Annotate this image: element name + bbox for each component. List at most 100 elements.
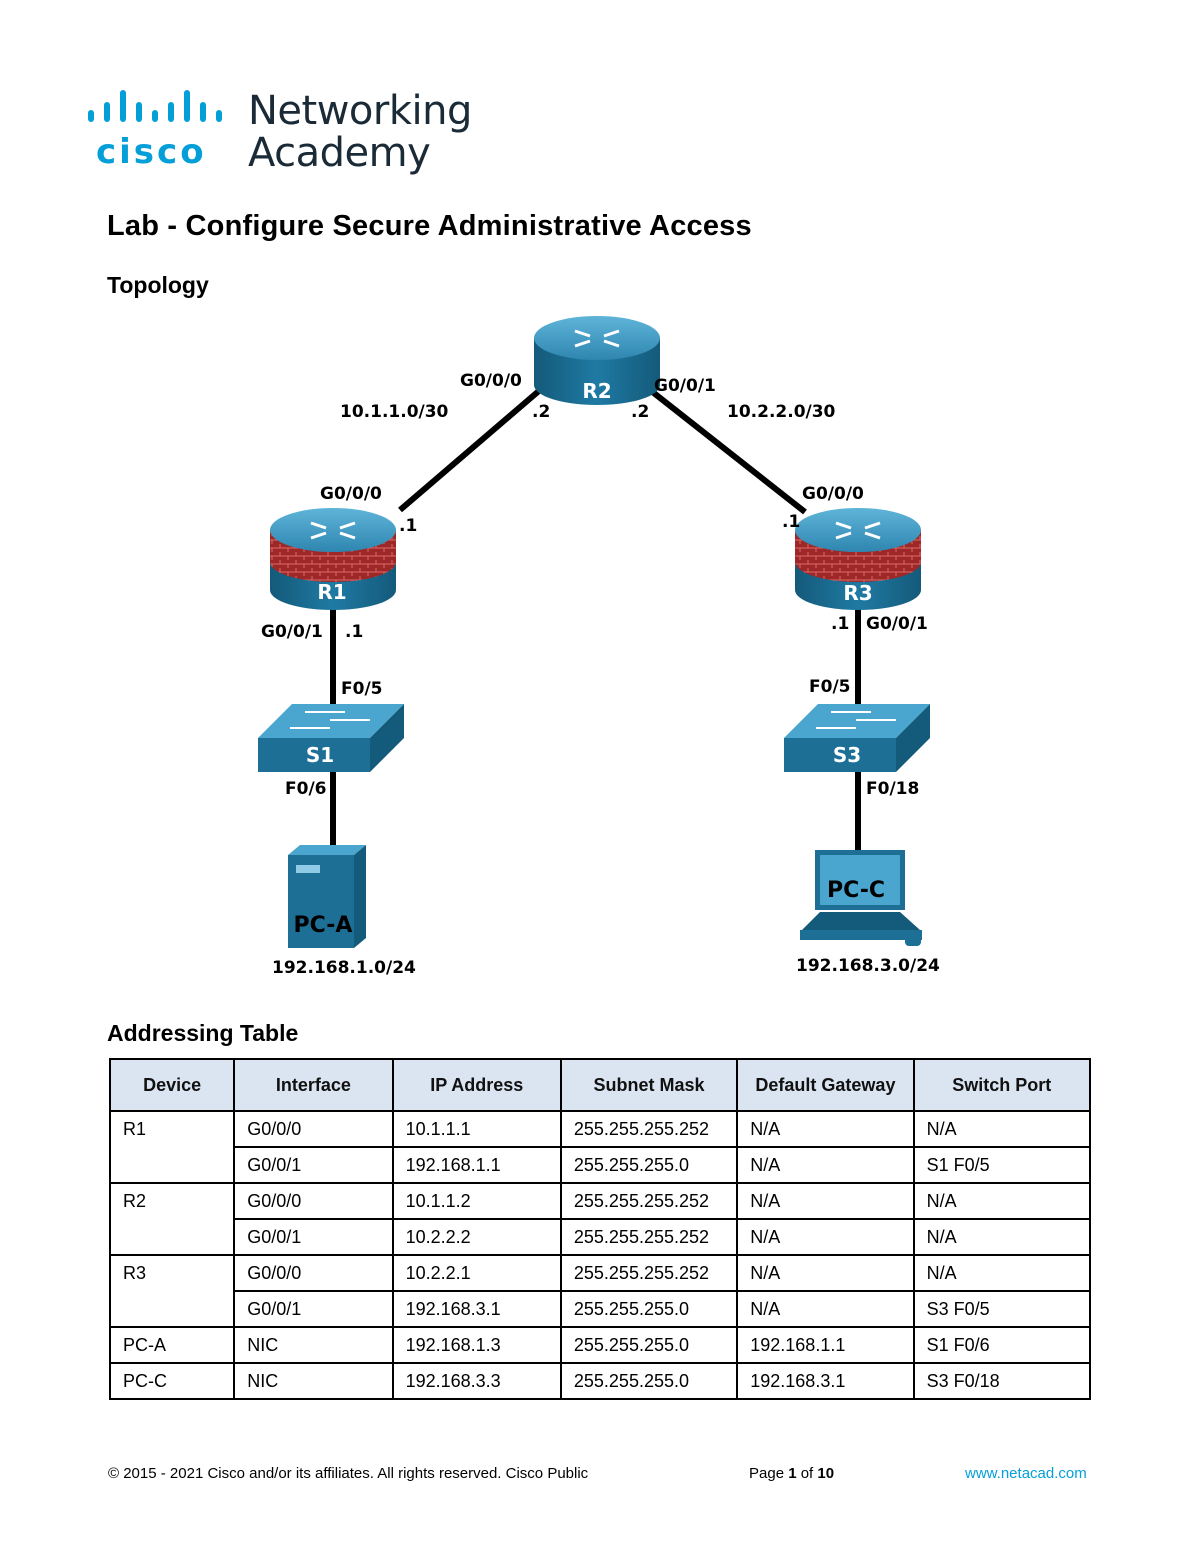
cell-interface: G0/0/1	[233, 1290, 394, 1328]
r1-g000-label: G0/0/0	[320, 484, 382, 504]
cisco-wordmark: cisco	[96, 132, 207, 172]
cisco-networking-academy-logo: cisco Networking Academy	[86, 88, 486, 184]
header-interface: Interface	[233, 1058, 394, 1112]
cell-switch-port: S1 F0/5	[912, 1146, 1092, 1184]
page-of: of	[796, 1465, 818, 1482]
cell-switch-port: N/A	[912, 1254, 1092, 1292]
table-row: PC-A NIC 192.168.1.3 255.255.255.0 192.1…	[108, 1326, 1092, 1364]
cell-ip: 192.168.1.1	[391, 1146, 562, 1184]
footer-copyright: © 2015 - 2021 Cisco and/or its affiliate…	[108, 1465, 589, 1482]
cell-mask: 255.255.255.252	[559, 1182, 739, 1220]
cell-device	[108, 1291, 236, 1328]
pc-c-icon: PC-C	[800, 850, 922, 946]
s1-label: S1	[306, 743, 334, 767]
cell-interface: G0/0/1	[233, 1146, 394, 1184]
table-header-row: Device Interface IP Address Subnet Mask …	[108, 1058, 1092, 1112]
table-row: PC-C NIC 192.168.3.3 255.255.255.0 192.1…	[108, 1362, 1092, 1400]
footer-url-link[interactable]: www.netacad.com	[965, 1465, 1087, 1482]
cell-gateway: 192.168.1.1	[736, 1326, 915, 1364]
cell-device: R1	[108, 1110, 236, 1147]
topology-heading: Topology	[107, 272, 209, 298]
r1-g001-host-label: .1	[345, 622, 363, 642]
cell-interface: G0/0/1	[233, 1218, 394, 1256]
cell-switch-port: N/A	[912, 1182, 1092, 1220]
cell-ip: 10.2.2.1	[391, 1254, 562, 1292]
header-switch-port: Switch Port	[912, 1058, 1092, 1112]
r2-left-host-label: .2	[532, 402, 550, 422]
r3-g000-label: G0/0/0	[802, 484, 864, 504]
cell-device	[108, 1147, 236, 1184]
pcc-label: PC-C	[827, 878, 885, 903]
net-right-label: 10.2.2.0/30	[727, 402, 836, 422]
cell-mask: 255.255.255.0	[559, 1326, 739, 1364]
cell-ip: 10.1.1.2	[391, 1182, 562, 1220]
cell-device: R3	[108, 1254, 236, 1291]
cell-gateway: N/A	[736, 1146, 915, 1184]
cell-ip: 192.168.1.3	[391, 1326, 562, 1364]
page-current: 1	[788, 1465, 797, 1482]
cell-gateway: N/A	[736, 1110, 915, 1148]
cell-interface: G0/0/0	[233, 1254, 394, 1292]
table-row: G0/0/1 192.168.1.1 255.255.255.0 N/A S1 …	[108, 1146, 1092, 1184]
cell-switch-port: S3 F0/18	[912, 1362, 1092, 1400]
cell-mask: 255.255.255.0	[559, 1290, 739, 1328]
s1-f05-label: F0/5	[341, 679, 382, 699]
cell-mask: 255.255.255.252	[559, 1110, 739, 1148]
cell-switch-port: S1 F0/6	[912, 1326, 1092, 1364]
table-row: G0/0/1 192.168.3.1 255.255.255.0 N/A S3 …	[108, 1290, 1092, 1328]
router-r1-firewall-icon: R1	[270, 508, 396, 610]
cell-switch-port: N/A	[912, 1110, 1092, 1148]
pc-a-icon: PC-A	[288, 845, 366, 948]
addressing-table-heading: Addressing Table	[107, 1020, 299, 1046]
cell-ip: 10.2.2.2	[391, 1218, 562, 1256]
r1-label: R1	[317, 580, 346, 604]
r2-right-host-label: .2	[631, 402, 649, 422]
switch-s1-icon: S1	[258, 704, 404, 772]
cell-ip: 10.1.1.1	[391, 1110, 562, 1148]
header-device: Device	[108, 1058, 236, 1112]
pca-label: PC-A	[294, 913, 353, 938]
cell-gateway: N/A	[736, 1218, 915, 1256]
r3-g001-host-label: .1	[831, 614, 849, 634]
cell-mask: 255.255.255.252	[559, 1254, 739, 1292]
switch-s3-icon: S3	[784, 704, 930, 772]
cell-device: PC-C	[108, 1362, 236, 1400]
cell-switch-port: S3 F0/5	[912, 1290, 1092, 1328]
r3-g000-host-label: .1	[782, 512, 800, 532]
cell-ip: 192.168.3.3	[391, 1362, 562, 1400]
r3-label: R3	[843, 581, 872, 605]
link-r2-r3	[648, 387, 807, 515]
cell-mask: 255.255.255.252	[559, 1218, 739, 1256]
cell-device	[108, 1219, 236, 1256]
logo-networking: Networking	[248, 88, 472, 134]
cell-gateway: N/A	[736, 1182, 915, 1220]
cell-interface: G0/0/0	[233, 1110, 394, 1148]
cell-gateway: N/A	[736, 1254, 915, 1292]
cell-device: PC-A	[108, 1326, 236, 1364]
cell-mask: 255.255.255.0	[559, 1362, 739, 1400]
r2-g000-label: G0/0/0	[460, 371, 522, 391]
table-row: R2 G0/0/0 10.1.1.2 255.255.255.252 N/A N…	[108, 1182, 1092, 1220]
topology-diagram: R2 R1 R3 S1	[258, 316, 940, 978]
cell-mask: 255.255.255.0	[559, 1146, 739, 1184]
table-row: R1 G0/0/0 10.1.1.1 255.255.255.252 N/A N…	[108, 1110, 1092, 1148]
r3-g001-label: G0/0/1	[866, 614, 928, 634]
router-r2-icon: R2	[534, 316, 660, 405]
cisco-bars-icon	[88, 90, 222, 122]
lan-c-label: 192.168.3.0/24	[796, 956, 940, 976]
s3-f05-label: F0/5	[809, 677, 850, 697]
cell-switch-port: N/A	[912, 1218, 1092, 1256]
s3-label: S3	[833, 743, 861, 767]
router-r3-firewall-icon: R3	[795, 508, 921, 610]
document-title: Lab - Configure Secure Administrative Ac…	[107, 210, 752, 242]
header-ip-address: IP Address	[391, 1058, 562, 1112]
cell-interface: NIC	[233, 1326, 394, 1364]
r1-g000-host-label: .1	[399, 516, 417, 536]
logo-academy: Academy	[248, 130, 431, 176]
cell-interface: NIC	[233, 1362, 394, 1400]
addressing-table: Device Interface IP Address Subnet Mask …	[108, 1058, 1092, 1400]
r2-label: R2	[582, 379, 611, 403]
header-subnet-mask: Subnet Mask	[559, 1058, 739, 1112]
footer-page-number: Page 1 of 10	[749, 1465, 834, 1482]
link-r1-r2	[398, 387, 542, 513]
